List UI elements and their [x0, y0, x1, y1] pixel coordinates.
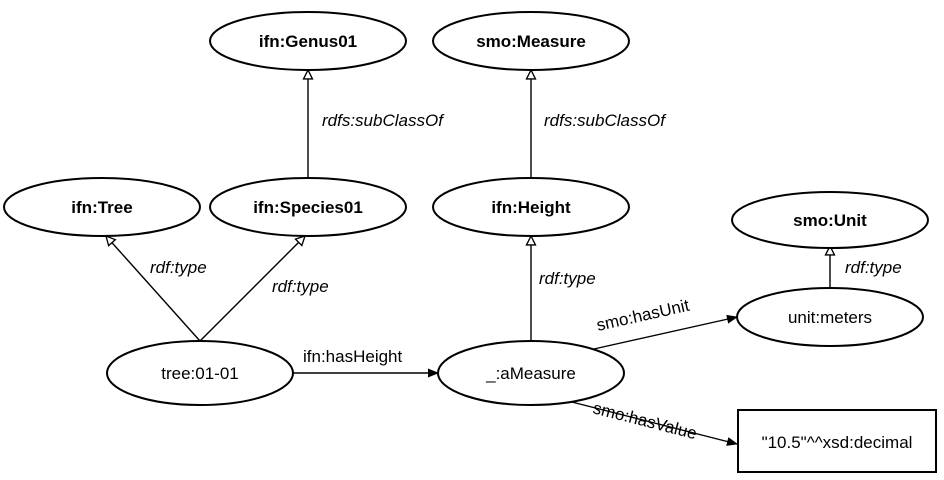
edge-label-species-subclassof: rdfs:subClassOf — [322, 111, 445, 130]
edge-height-subclassof-measure: rdfs:subClassOf — [531, 70, 667, 182]
node-literal-value: "10.5"^^xsd:decimal — [737, 409, 937, 473]
edge-meters-type-unit: rdf:type — [830, 246, 902, 288]
edge-label-height-subclassof: rdfs:subClassOf — [544, 111, 667, 130]
edge-label-meters-type-unit: rdf:type — [845, 258, 902, 277]
edge-tree-hasheight-measure: ifn:hasHeight — [272, 347, 440, 378]
node-species01-label: ifn:Species01 — [253, 198, 363, 217]
node-tree-instance: tree:01-01 — [106, 340, 294, 406]
node-a-measure: _:aMeasure — [437, 340, 625, 406]
edge-tree-type-species: rdf:type — [199, 236, 329, 342]
edge-label-has-unit: smo:hasUnit — [595, 296, 692, 335]
node-unit-meters: unit:meters — [736, 287, 924, 347]
node-tree-instance-label: tree:01-01 — [161, 364, 239, 383]
node-genus01: ifn:Genus01 — [209, 11, 407, 71]
edge-measure-hasunit-meters: smo:hasUnit — [584, 296, 739, 352]
node-measure-class-label: smo:Measure — [476, 32, 586, 51]
edge-label-has-height: ifn:hasHeight — [303, 347, 403, 366]
edge-measure-hasvalue-literal: smo:hasValue — [559, 398, 739, 446]
node-unit-class-label: smo:Unit — [793, 211, 867, 230]
edge-label-has-value: smo:hasValue — [591, 398, 699, 443]
edge-label-tree-type-tree: rdf:type — [150, 258, 207, 277]
node-measure-class: smo:Measure — [432, 11, 630, 71]
node-height: ifn:Height — [432, 177, 630, 237]
node-species01: ifn:Species01 — [209, 177, 407, 237]
edge-label-measure-type-height: rdf:type — [539, 269, 596, 288]
node-a-measure-label: _:aMeasure — [485, 364, 576, 383]
edge-tree-type-tree: rdf:type — [106, 236, 207, 342]
node-genus01-label: ifn:Genus01 — [259, 32, 357, 51]
node-tree-class: ifn:Tree — [3, 177, 201, 237]
node-unit-class: smo:Unit — [731, 191, 929, 249]
node-height-label: ifn:Height — [491, 198, 571, 217]
node-tree-class-label: ifn:Tree — [71, 198, 132, 217]
edge-species-subclassof-genus: rdfs:subClassOf — [308, 70, 445, 182]
node-unit-meters-label: unit:meters — [788, 308, 872, 327]
edge-label-tree-type-species: rdf:type — [272, 277, 329, 296]
node-literal-value-label: "10.5"^^xsd:decimal — [762, 433, 913, 452]
edge-measure-type-height: rdf:type — [531, 236, 596, 342]
